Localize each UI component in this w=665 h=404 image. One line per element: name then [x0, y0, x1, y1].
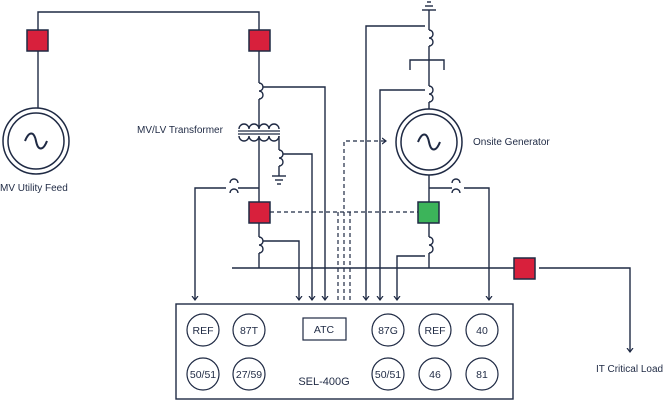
- relay-fn-87g[interactable]: 87G: [371, 313, 405, 347]
- gen-output-ct-icon: [451, 178, 461, 194]
- atc-label: ATC: [314, 324, 335, 336]
- relay-fn-46[interactable]: 46: [418, 357, 452, 391]
- generator-ground-icon: [422, 1, 436, 11]
- relay-fn-40[interactable]: 40: [465, 313, 499, 347]
- atc-button[interactable]: ATC: [302, 317, 347, 341]
- relay-fn-label: 50/51: [375, 369, 401, 381]
- relay-fn-label: REF: [425, 325, 446, 337]
- utility-feed-label: MV Utility Feed: [0, 183, 68, 194]
- utility-source: [2, 107, 70, 175]
- transformer-ground-icon: [272, 175, 286, 185]
- transformer-icon: [238, 123, 280, 142]
- generator-source: [395, 108, 463, 176]
- relay-fn-50-51[interactable]: 50/51: [186, 357, 220, 391]
- generator-breaker[interactable]: [417, 201, 440, 224]
- relay-fn-81[interactable]: 81: [465, 357, 499, 391]
- relay-fn-label: 50/51: [190, 369, 216, 381]
- transformer-lv-breaker[interactable]: [248, 201, 271, 224]
- sine-icon: [24, 132, 48, 150]
- utility-breaker[interactable]: [26, 29, 49, 52]
- gen-neutral-ct-icon: [428, 29, 434, 47]
- relay-fn-87t[interactable]: 87T: [232, 313, 266, 347]
- utility-feed-branch: [37, 11, 260, 108]
- relay-fn-50-51-gen[interactable]: 50/51: [371, 357, 405, 391]
- relay-fn-label: 40: [476, 325, 488, 337]
- generator-start-signal: [343, 141, 386, 300]
- relay-fn-27-59[interactable]: 27/59: [232, 357, 266, 391]
- generator-label: Onsite Generator: [473, 137, 550, 148]
- neutral-ct-icon: [278, 149, 284, 167]
- lv-ct-icon: [229, 178, 239, 194]
- relay-fn-label: 27/59: [236, 369, 262, 381]
- relay-fn-ref[interactable]: REF: [186, 313, 220, 347]
- relay-fn-label: 87G: [378, 325, 398, 337]
- ct-coil-icon: [258, 82, 264, 100]
- transformer-mv-breaker[interactable]: [248, 29, 271, 52]
- it-load-label: IT Critical Load: [596, 364, 663, 375]
- gen-bus-ct-icon: [428, 236, 434, 254]
- relay-fn-label: 87T: [240, 325, 259, 337]
- relay-fn-label: 46: [429, 369, 441, 381]
- gen-terminal-ct-icon: [428, 85, 434, 103]
- transformer-bus-ct-icon: [258, 236, 264, 254]
- relay-model-label: SEL-400G: [298, 376, 349, 388]
- neutral-bracket-icon: [409, 59, 445, 70]
- relay-fn-label: 81: [476, 369, 488, 381]
- relay-fn-ref-gen[interactable]: REF: [418, 313, 452, 347]
- relay-fn-label: REF: [193, 325, 214, 337]
- load-breaker[interactable]: [513, 257, 536, 280]
- transformer-label: MV/LV Transformer: [137, 125, 224, 136]
- sine-icon: [417, 133, 441, 151]
